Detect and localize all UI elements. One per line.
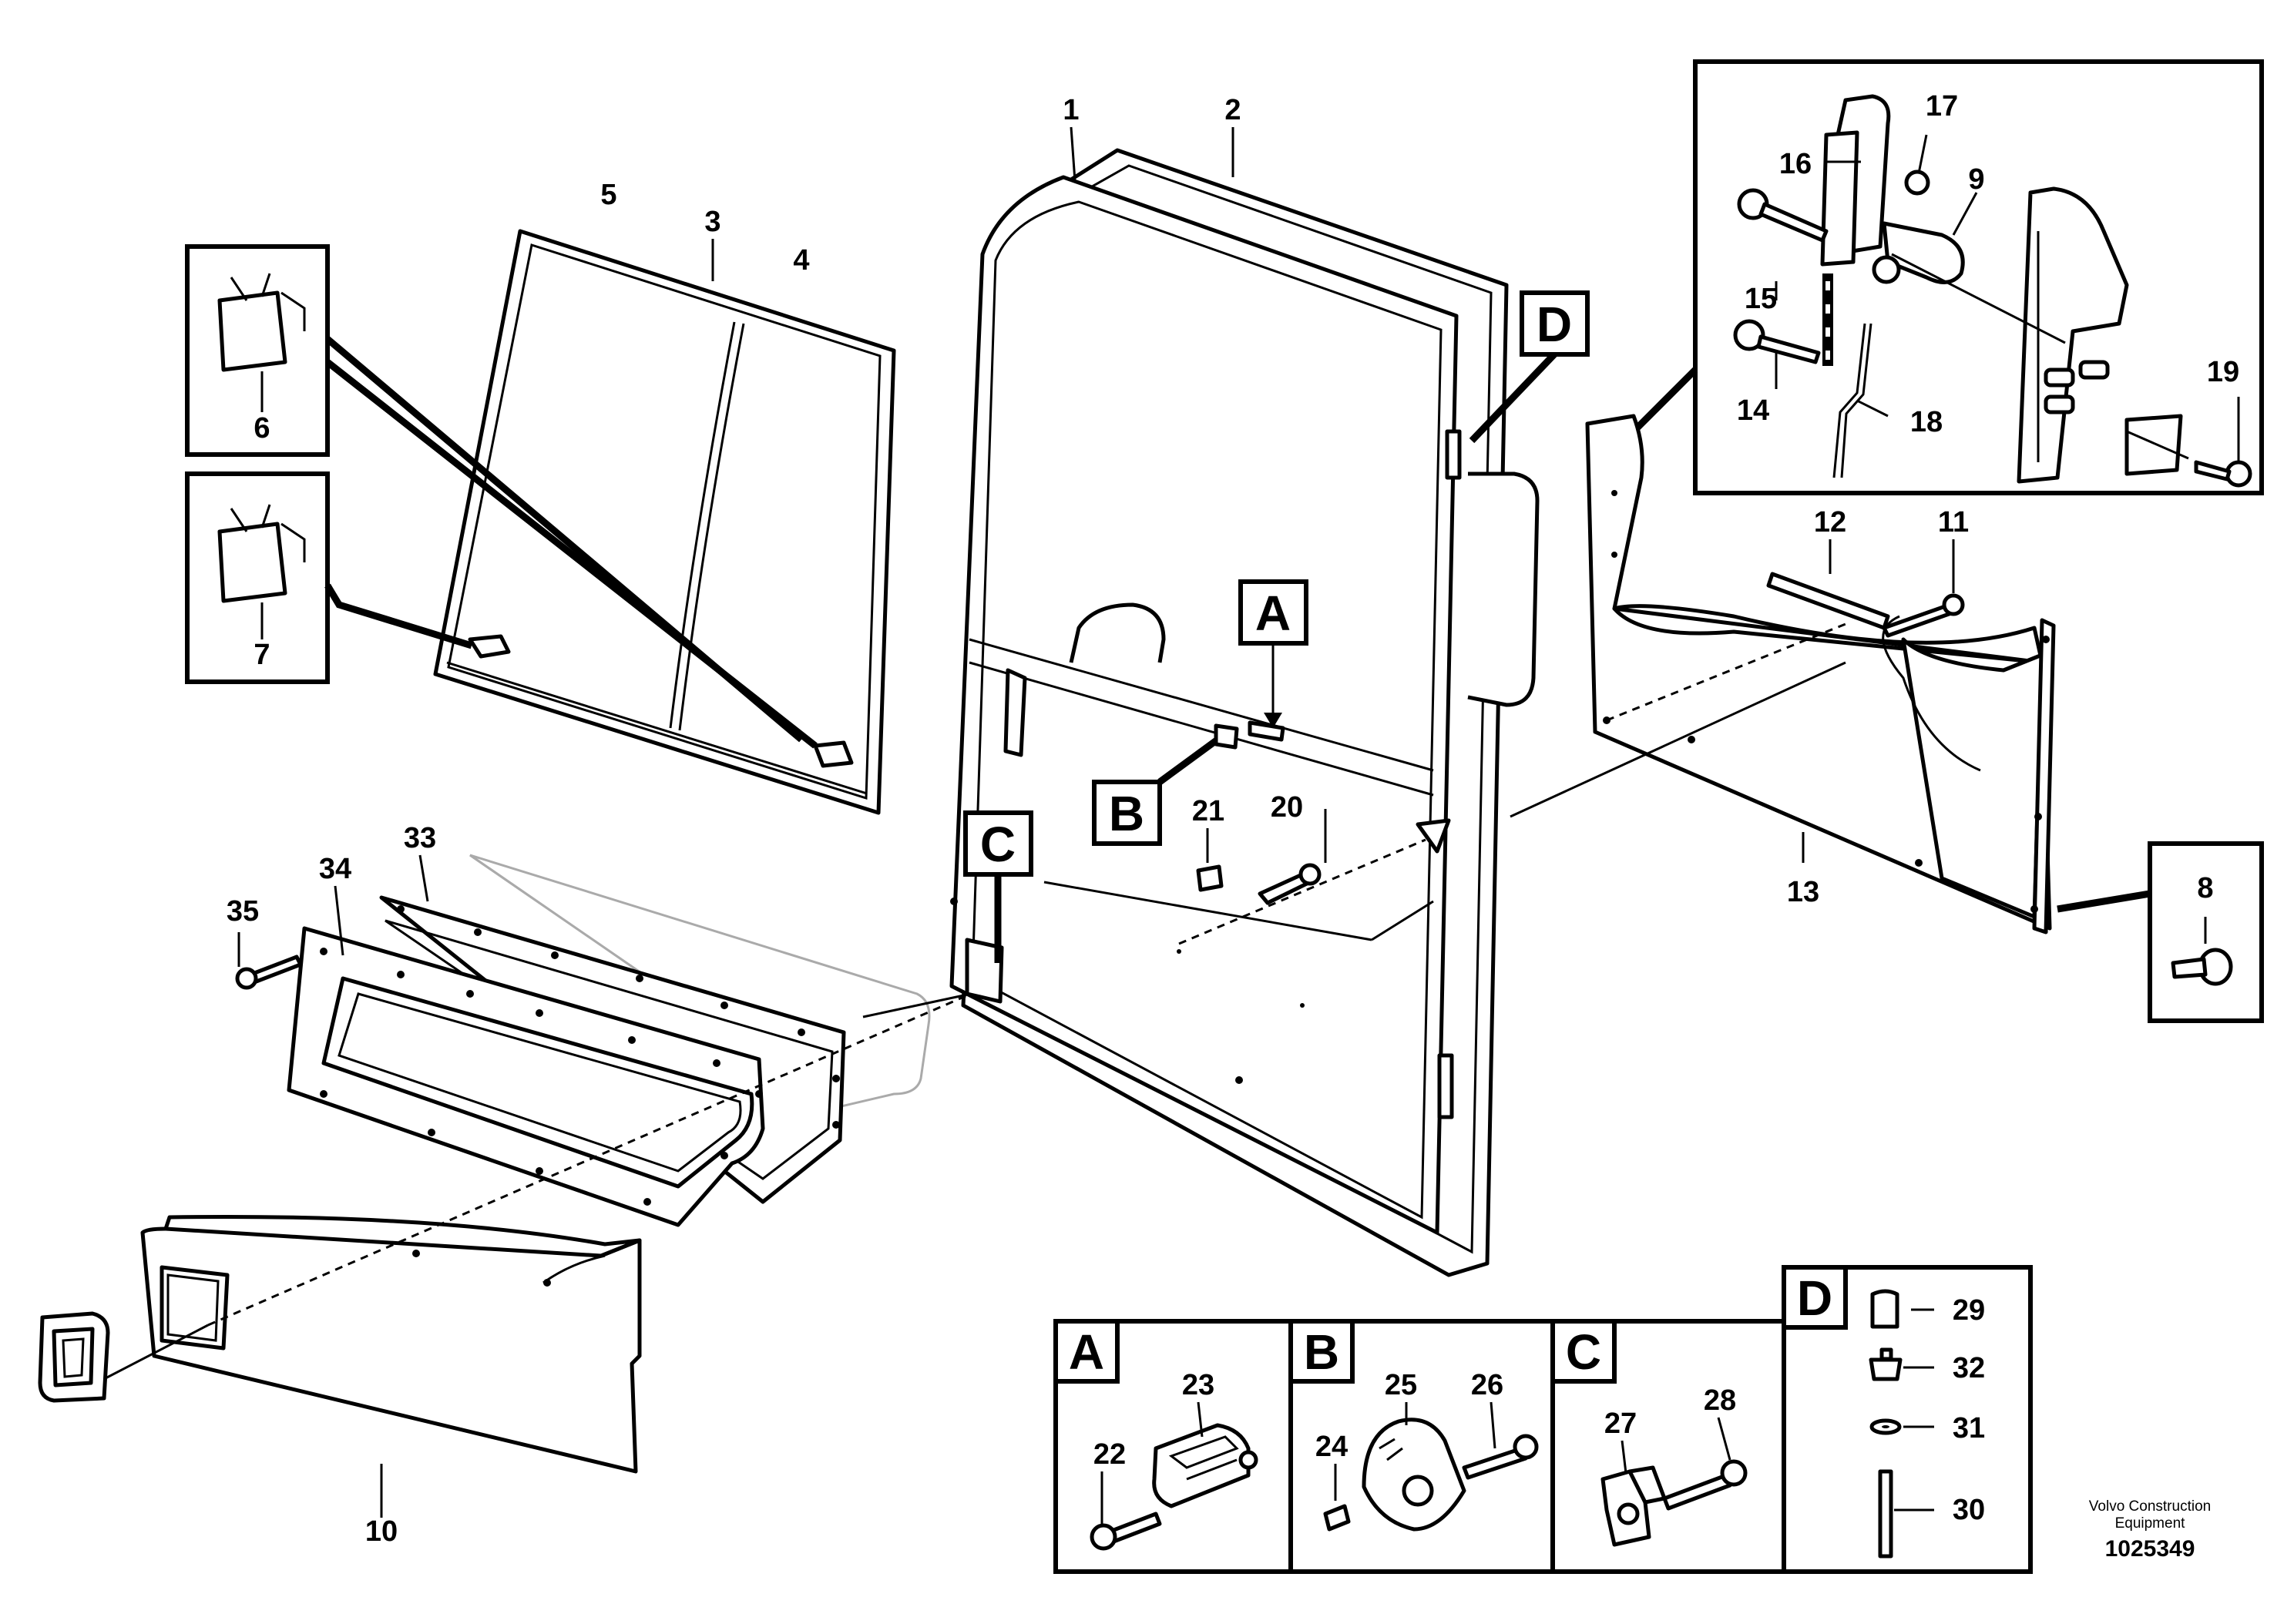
part-label-19: 19: [2207, 356, 2239, 388]
part-label-17: 17: [1926, 90, 1958, 122]
part-label-20: 20: [1271, 791, 1303, 824]
svg-text:D: D: [1537, 297, 1572, 352]
part-label-30: 30: [1953, 1494, 1985, 1526]
document-number: 1025349: [2104, 1536, 2195, 1562]
part-label-28: 28: [1704, 1384, 1736, 1417]
part-label-1: 1: [1063, 94, 1079, 126]
manufacturer-credit: Volvo Construction Equipment: [2050, 1498, 2250, 1532]
detail-leaders: [324, 336, 818, 749]
part-labels: 1 2 3 4 5 8 9 10 11 12 13 14 15 16 17 18…: [227, 90, 2239, 1548]
part-label-26: 26: [1471, 1369, 1503, 1401]
detail-box-7: 7: [185, 471, 330, 684]
part-label-35: 35: [227, 895, 259, 928]
callout-a-marker: A: [1238, 579, 1308, 742]
svg-text:A: A: [1069, 1324, 1104, 1380]
part-label-6: 6: [254, 412, 270, 445]
window-pane-assembly: [433, 229, 896, 815]
detail-d-panel-top: [1693, 59, 2264, 495]
part-label-24: 24: [1315, 1431, 1348, 1463]
bolt-20: [1258, 863, 1322, 905]
credit-line-2: Equipment: [2114, 1515, 2185, 1532]
trim-panel-10: [140, 1214, 642, 1474]
part-label-33: 33: [404, 822, 436, 854]
svg-text:A: A: [1255, 586, 1291, 641]
part-label-10: 10: [365, 1515, 398, 1548]
part-label-27: 27: [1604, 1408, 1637, 1440]
part-label-8: 8: [2197, 872, 2213, 904]
part-label-16: 16: [1779, 148, 1812, 180]
part-label-32: 32: [1953, 1352, 1985, 1384]
part-label-14: 14: [1737, 394, 1769, 427]
part-label-31: 31: [1953, 1412, 1985, 1444]
part-label-22: 22: [1093, 1438, 1126, 1471]
part-label-4: 4: [793, 244, 809, 277]
part-label-13: 13: [1787, 876, 1819, 908]
part-label-15: 15: [1745, 283, 1777, 315]
callout-d-marker: D: [1469, 290, 1590, 444]
detail-box-8: [2148, 841, 2264, 1023]
svg-text:B: B: [1109, 786, 1144, 841]
svg-text:C: C: [980, 817, 1016, 872]
part-label-5: 5: [600, 179, 616, 211]
clip-21: [1196, 864, 1224, 892]
part-label-11: 11: [1938, 506, 1969, 539]
screw-35: [235, 955, 303, 990]
part-label-3: 3: [704, 206, 720, 238]
svg-text:C: C: [1566, 1324, 1601, 1380]
detail-box-a: A: [1053, 1319, 1293, 1574]
detail-box-b: B: [1288, 1319, 1555, 1574]
part-label-23: 23: [1182, 1369, 1214, 1401]
svg-text:B: B: [1304, 1324, 1339, 1380]
callout-b-marker: B: [1092, 723, 1239, 846]
detail-d-leader: [1631, 367, 1698, 435]
part-label-29: 29: [1953, 1294, 1985, 1327]
part-label-12: 12: [1814, 506, 1846, 539]
part-label-25: 25: [1385, 1369, 1417, 1401]
part-label-2: 2: [1224, 94, 1241, 126]
part-label-21: 21: [1192, 795, 1224, 827]
callout-c-marker: C: [963, 810, 1033, 963]
detail-box-6: 6: [185, 244, 330, 457]
svg-text:D: D: [1797, 1270, 1832, 1326]
detail-box-c: C: [1550, 1319, 1786, 1574]
part-label-18: 18: [1910, 406, 1943, 438]
part-label-7: 7: [254, 639, 270, 671]
credit-line-1: Volvo Construction: [2088, 1498, 2212, 1515]
door-frame-assembly: [949, 148, 1540, 1277]
detail-box-d: D: [1782, 1265, 2033, 1574]
trim-panel-right: [1585, 414, 2056, 934]
part-label-9: 9: [1968, 163, 1984, 196]
part-label-34: 34: [319, 853, 351, 885]
handle-insert: [38, 1311, 110, 1403]
